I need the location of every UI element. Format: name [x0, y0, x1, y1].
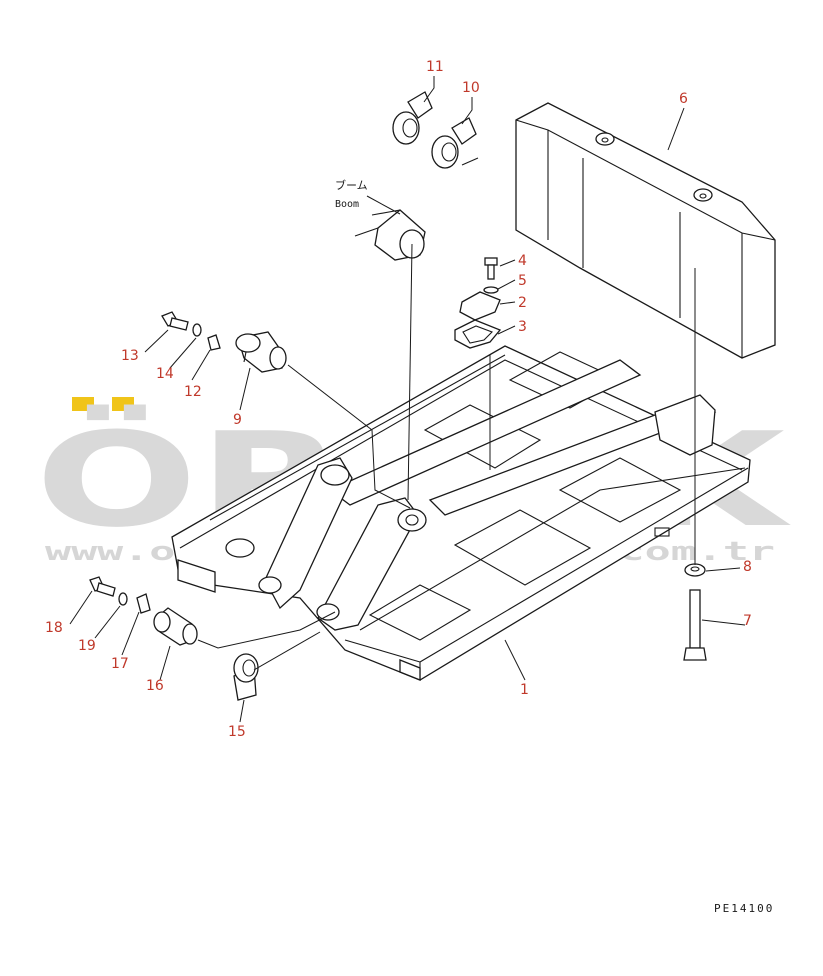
washer-part-8: [684, 563, 706, 577]
callout-16: 16: [146, 678, 164, 694]
callout-5: 5: [518, 273, 527, 289]
drawing-code: PE14100: [714, 902, 774, 915]
watermark-dot-left: [72, 397, 94, 411]
callout-15: 15: [228, 724, 246, 740]
assembly-lines: [197, 157, 696, 671]
washer-part-14: [192, 323, 202, 337]
washer-part-5: [483, 286, 499, 294]
bolt-part-4: [484, 257, 498, 280]
callout-3: 3: [518, 319, 527, 335]
callout-17: 17: [111, 656, 129, 672]
boom-foot: [354, 209, 426, 261]
callout-9: 9: [233, 412, 242, 428]
bushing-part-15: [233, 653, 259, 701]
pin-part-9: [235, 331, 287, 373]
boom-label-en: Boom: [335, 199, 359, 210]
callout-7: 7: [743, 613, 752, 629]
pin-part-16: [153, 607, 198, 646]
callout-4: 4: [518, 253, 527, 269]
plate-part-2: [459, 291, 501, 321]
revolving-frame-part-1: [171, 345, 751, 681]
leader-lines: [69, 76, 746, 723]
callout-8: 8: [743, 559, 752, 575]
counterweight-part-6: [515, 102, 776, 359]
bolt-part-13: [161, 311, 189, 331]
washer-part-19: [118, 592, 128, 606]
callout-1: 1: [520, 682, 529, 698]
bolt-part-7: [683, 589, 707, 661]
plate-part-17: [136, 593, 151, 614]
callout-14: 14: [156, 366, 174, 382]
callout-11: 11: [426, 59, 444, 75]
callout-13: 13: [121, 348, 139, 364]
watermark-dot-right: [112, 397, 134, 411]
bolt-part-18: [89, 576, 116, 597]
boom-label-jp: ブーム: [335, 178, 368, 192]
plate-part-12: [207, 334, 221, 351]
callout-12: 12: [184, 384, 202, 400]
gasket-part-3: [454, 319, 502, 349]
callout-2: 2: [518, 295, 527, 311]
callout-19: 19: [78, 638, 96, 654]
callout-6: 6: [679, 91, 688, 107]
callout-10: 10: [462, 80, 480, 96]
callout-18: 18: [45, 620, 63, 636]
callout-labels: 1 2 3 4 5 6 7 8 9 10 11 12 13 14 15 16 1…: [45, 59, 752, 740]
bushing-part-10: [431, 117, 477, 169]
